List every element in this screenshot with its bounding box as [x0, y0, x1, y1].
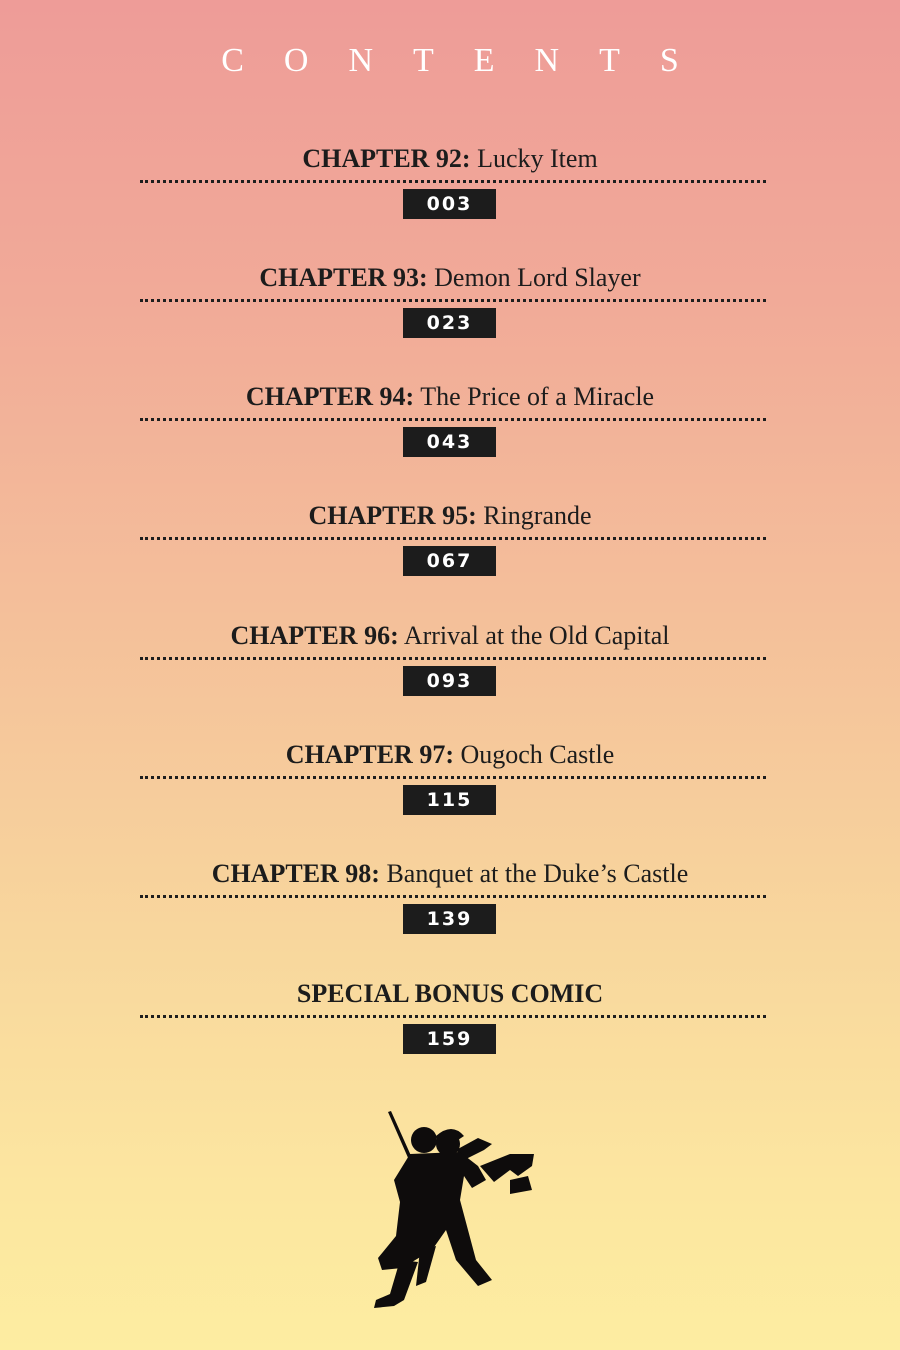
dotted-leader	[140, 657, 766, 660]
toc-entry[interactable]: CHAPTER 92: Lucky Item 003	[0, 142, 900, 242]
entry-heading: CHAPTER 93: Demon Lord Slayer	[0, 261, 900, 295]
toc-entry[interactable]: CHAPTER 97: Ougoch Castle 115	[0, 738, 900, 838]
entry-heading: CHAPTER 92: Lucky Item	[0, 142, 900, 176]
page-number: 067	[403, 546, 496, 576]
entry-heading: CHAPTER 95: Ringrande	[0, 499, 900, 533]
dotted-leader	[140, 418, 766, 421]
chapter-title: Lucky Item	[470, 144, 598, 173]
chapter-title: Demon Lord Slayer	[427, 263, 641, 292]
chapter-number: CHAPTER 95:	[308, 501, 477, 530]
chapter-title: Banquet at the Duke’s Castle	[379, 859, 689, 888]
dotted-leader	[140, 895, 766, 898]
dotted-leader	[140, 1015, 766, 1018]
chapter-number: CHAPTER 94:	[245, 382, 415, 411]
entry-heading: CHAPTER 98: Banquet at the Duke’s Castle	[0, 857, 900, 891]
chapter-number: CHAPTER 97:	[285, 740, 454, 769]
dotted-leader	[140, 537, 766, 540]
dotted-leader	[140, 180, 766, 183]
chapter-number: CHAPTER 96:	[230, 621, 399, 650]
toc-entry[interactable]: CHAPTER 98: Banquet at the Duke’s Castle…	[0, 857, 900, 957]
entry-heading: CHAPTER 97: Ougoch Castle	[0, 738, 900, 772]
chapter-title: The Price of a Miracle	[414, 382, 655, 411]
page-number: 043	[403, 427, 496, 457]
entry-heading: CHAPTER 96: Arrival at the Old Capital	[0, 619, 900, 653]
dotted-leader	[140, 299, 766, 302]
toc-entry[interactable]: CHAPTER 95: Ringrande 067	[0, 499, 900, 599]
page-number: 139	[403, 904, 496, 934]
toc-entry[interactable]: CHAPTER 94: The Price of a Miracle 043	[0, 380, 900, 480]
page-number: 093	[403, 666, 496, 696]
toc-entry[interactable]: CHAPTER 96: Arrival at the Old Capital 0…	[0, 619, 900, 719]
character-silhouette-icon	[374, 1111, 534, 1308]
chapter-number: CHAPTER 92:	[302, 144, 471, 173]
page-number: 023	[403, 308, 496, 338]
chapter-number: SPECIAL BONUS COMIC	[296, 979, 604, 1008]
page-number: 159	[403, 1024, 496, 1054]
chapter-title: Ringrande	[476, 501, 592, 530]
chapter-number: CHAPTER 93:	[259, 263, 428, 292]
chapter-number: CHAPTER 98:	[211, 859, 380, 888]
chapter-title: Arrival at the Old Capital	[398, 621, 670, 650]
entry-heading: SPECIAL BONUS COMIC	[0, 977, 900, 1011]
toc-entry[interactable]: SPECIAL BONUS COMIC 159	[0, 977, 900, 1077]
page-number: 003	[403, 189, 496, 219]
page-number: 115	[403, 785, 496, 815]
page-title: CONTENTS	[221, 42, 719, 79]
chapter-title: Ougoch Castle	[453, 740, 615, 769]
toc-entry[interactable]: CHAPTER 93: Demon Lord Slayer 023	[0, 261, 900, 361]
entry-heading: CHAPTER 94: The Price of a Miracle	[0, 380, 900, 414]
dotted-leader	[140, 776, 766, 779]
